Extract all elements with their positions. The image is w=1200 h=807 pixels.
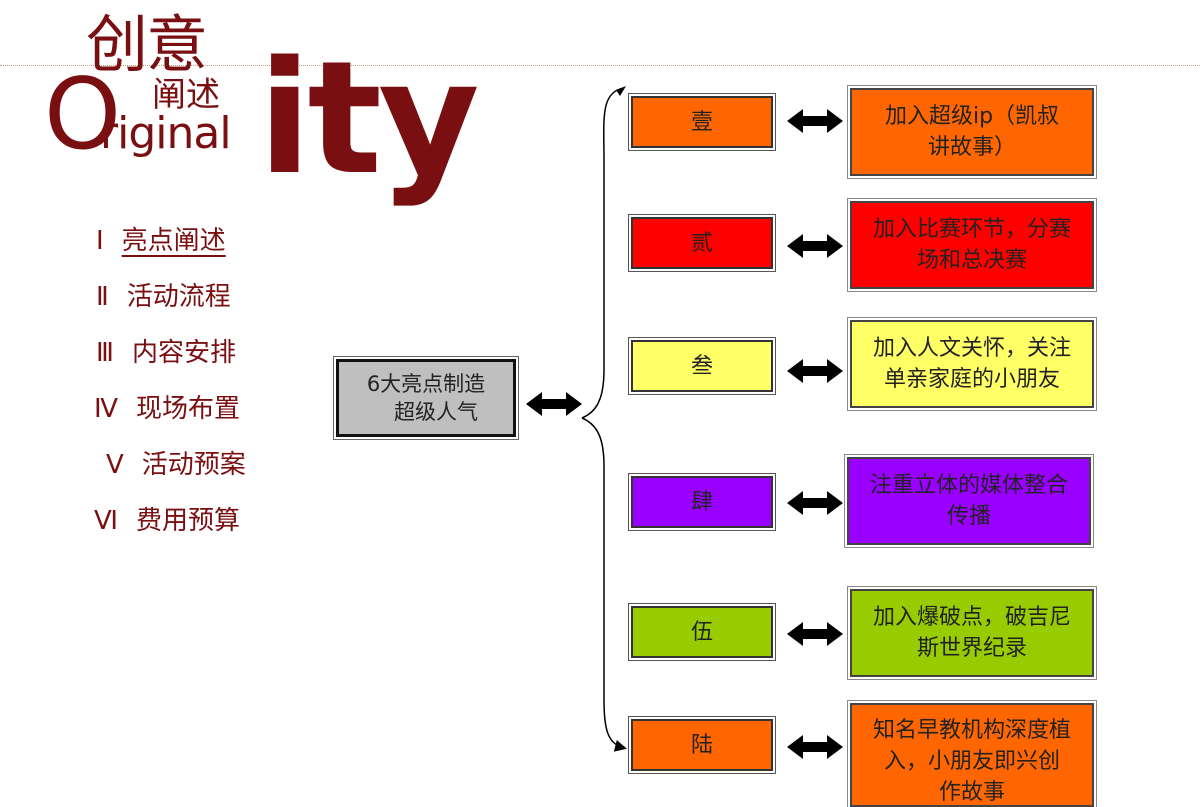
desc-line: 知名早教机构深度植 [872, 718, 1071, 743]
highlight-label-2: 贰 [628, 214, 776, 272]
menu-label: 活动预案 [141, 450, 246, 480]
logo-title-chinese: 创意 [86, 8, 208, 81]
desc-line: 场和总决赛 [916, 248, 1027, 273]
desc-line: 入，小朋友即兴创 [883, 749, 1060, 774]
menu-label: 亮点阐述 [121, 226, 226, 256]
desc-line: 加入超级ip（凯叔 [884, 104, 1060, 129]
highlight-label-text: 叁 [690, 353, 713, 379]
double-arrow-icon [787, 359, 843, 383]
highlight-label-text: 贰 [690, 230, 713, 256]
center-topic-line2: 超级人气 [394, 400, 478, 424]
highlight-label-text: 伍 [690, 619, 713, 645]
highlight-desc-3: 加入人文关怀，关注单亲家庭的小朋友 [847, 317, 1097, 411]
desc-line: 加入比赛环节，分赛 [872, 217, 1071, 242]
menu-label: 内容安排 [131, 338, 236, 368]
double-arrow-icon [787, 109, 843, 133]
double-arrows [526, 109, 843, 759]
highlight-label-3: 叁 [628, 337, 776, 395]
logo-letters-ity: ity [258, 27, 480, 209]
desc-line: 加入人文关怀，关注 [872, 336, 1071, 361]
menu-item-highlights[interactable]: Ⅰ 亮点阐述 [96, 220, 226, 257]
brace-lower [581, 417, 627, 752]
double-arrow-icon [526, 392, 582, 416]
highlight-label-5: 伍 [628, 603, 776, 661]
menu-number: Ⅴ [106, 450, 124, 480]
highlight-label-text: 肆 [690, 489, 713, 515]
double-arrow-icon [787, 234, 843, 258]
menu-number: Ⅲ [96, 338, 114, 368]
highlight-desc-4: 注重立体的媒体整合传播 [844, 454, 1094, 548]
double-arrow-icon [787, 491, 843, 515]
center-topic-box: 6大亮点制造 超级人气 [333, 356, 519, 440]
menu-number: Ⅳ [94, 394, 118, 424]
menu-item-content[interactable]: Ⅲ 内容安排 [96, 332, 236, 369]
menu-item-budget[interactable]: Ⅵ 费用预算 [94, 500, 240, 537]
highlight-label-text: 壹 [690, 109, 713, 135]
brace-top-tip [616, 86, 626, 96]
highlight-label-6: 陆 [628, 716, 776, 774]
desc-line: 斯世界纪录 [916, 636, 1027, 661]
logo-letter-o: O [44, 58, 122, 172]
menu-item-contingency[interactable]: Ⅴ 活动预案 [106, 444, 246, 481]
header-divider [0, 65, 1200, 66]
menu-number: Ⅰ [96, 226, 104, 256]
brace-upper [581, 87, 625, 419]
highlight-label-1: 壹 [628, 93, 776, 151]
menu-number: Ⅵ [94, 506, 118, 536]
logo-letters-riginal: riginal [100, 108, 232, 159]
menu-label: 现场布置 [136, 394, 241, 424]
menu-label: 费用预算 [135, 506, 240, 536]
highlight-desc-2: 加入比赛环节，分赛场和总决赛 [847, 198, 1097, 292]
menu-number: Ⅱ [96, 282, 109, 312]
desc-line: 注重立体的媒体整合 [869, 473, 1068, 498]
desc-line: 讲故事） [927, 135, 1016, 160]
double-arrow-icon [787, 735, 843, 759]
menu-item-process[interactable]: Ⅱ 活动流程 [96, 276, 231, 313]
highlight-desc-6: 知名早教机构深度植入，小朋友即兴创作故事 [847, 700, 1097, 807]
center-topic-line1: 6大亮点制造 [366, 372, 486, 396]
highlight-desc-1: 加入超级ip（凯叔讲故事） [847, 85, 1097, 179]
desc-line: 传播 [946, 504, 991, 529]
highlight-label-4: 肆 [628, 473, 776, 531]
highlight-desc-5: 加入爆破点，破吉尼斯世界纪录 [847, 586, 1097, 680]
menu-label: 活动流程 [126, 282, 231, 312]
double-arrow-icon [787, 622, 843, 646]
desc-line: 作故事 [938, 780, 1005, 805]
highlight-label-text: 陆 [690, 732, 713, 758]
desc-line: 加入爆破点，破吉尼 [872, 605, 1071, 630]
desc-line: 单亲家庭的小朋友 [883, 367, 1060, 392]
menu-item-venue[interactable]: Ⅳ 现场布置 [94, 388, 240, 425]
logo-subtitle-chinese: 阐述 [152, 75, 220, 115]
